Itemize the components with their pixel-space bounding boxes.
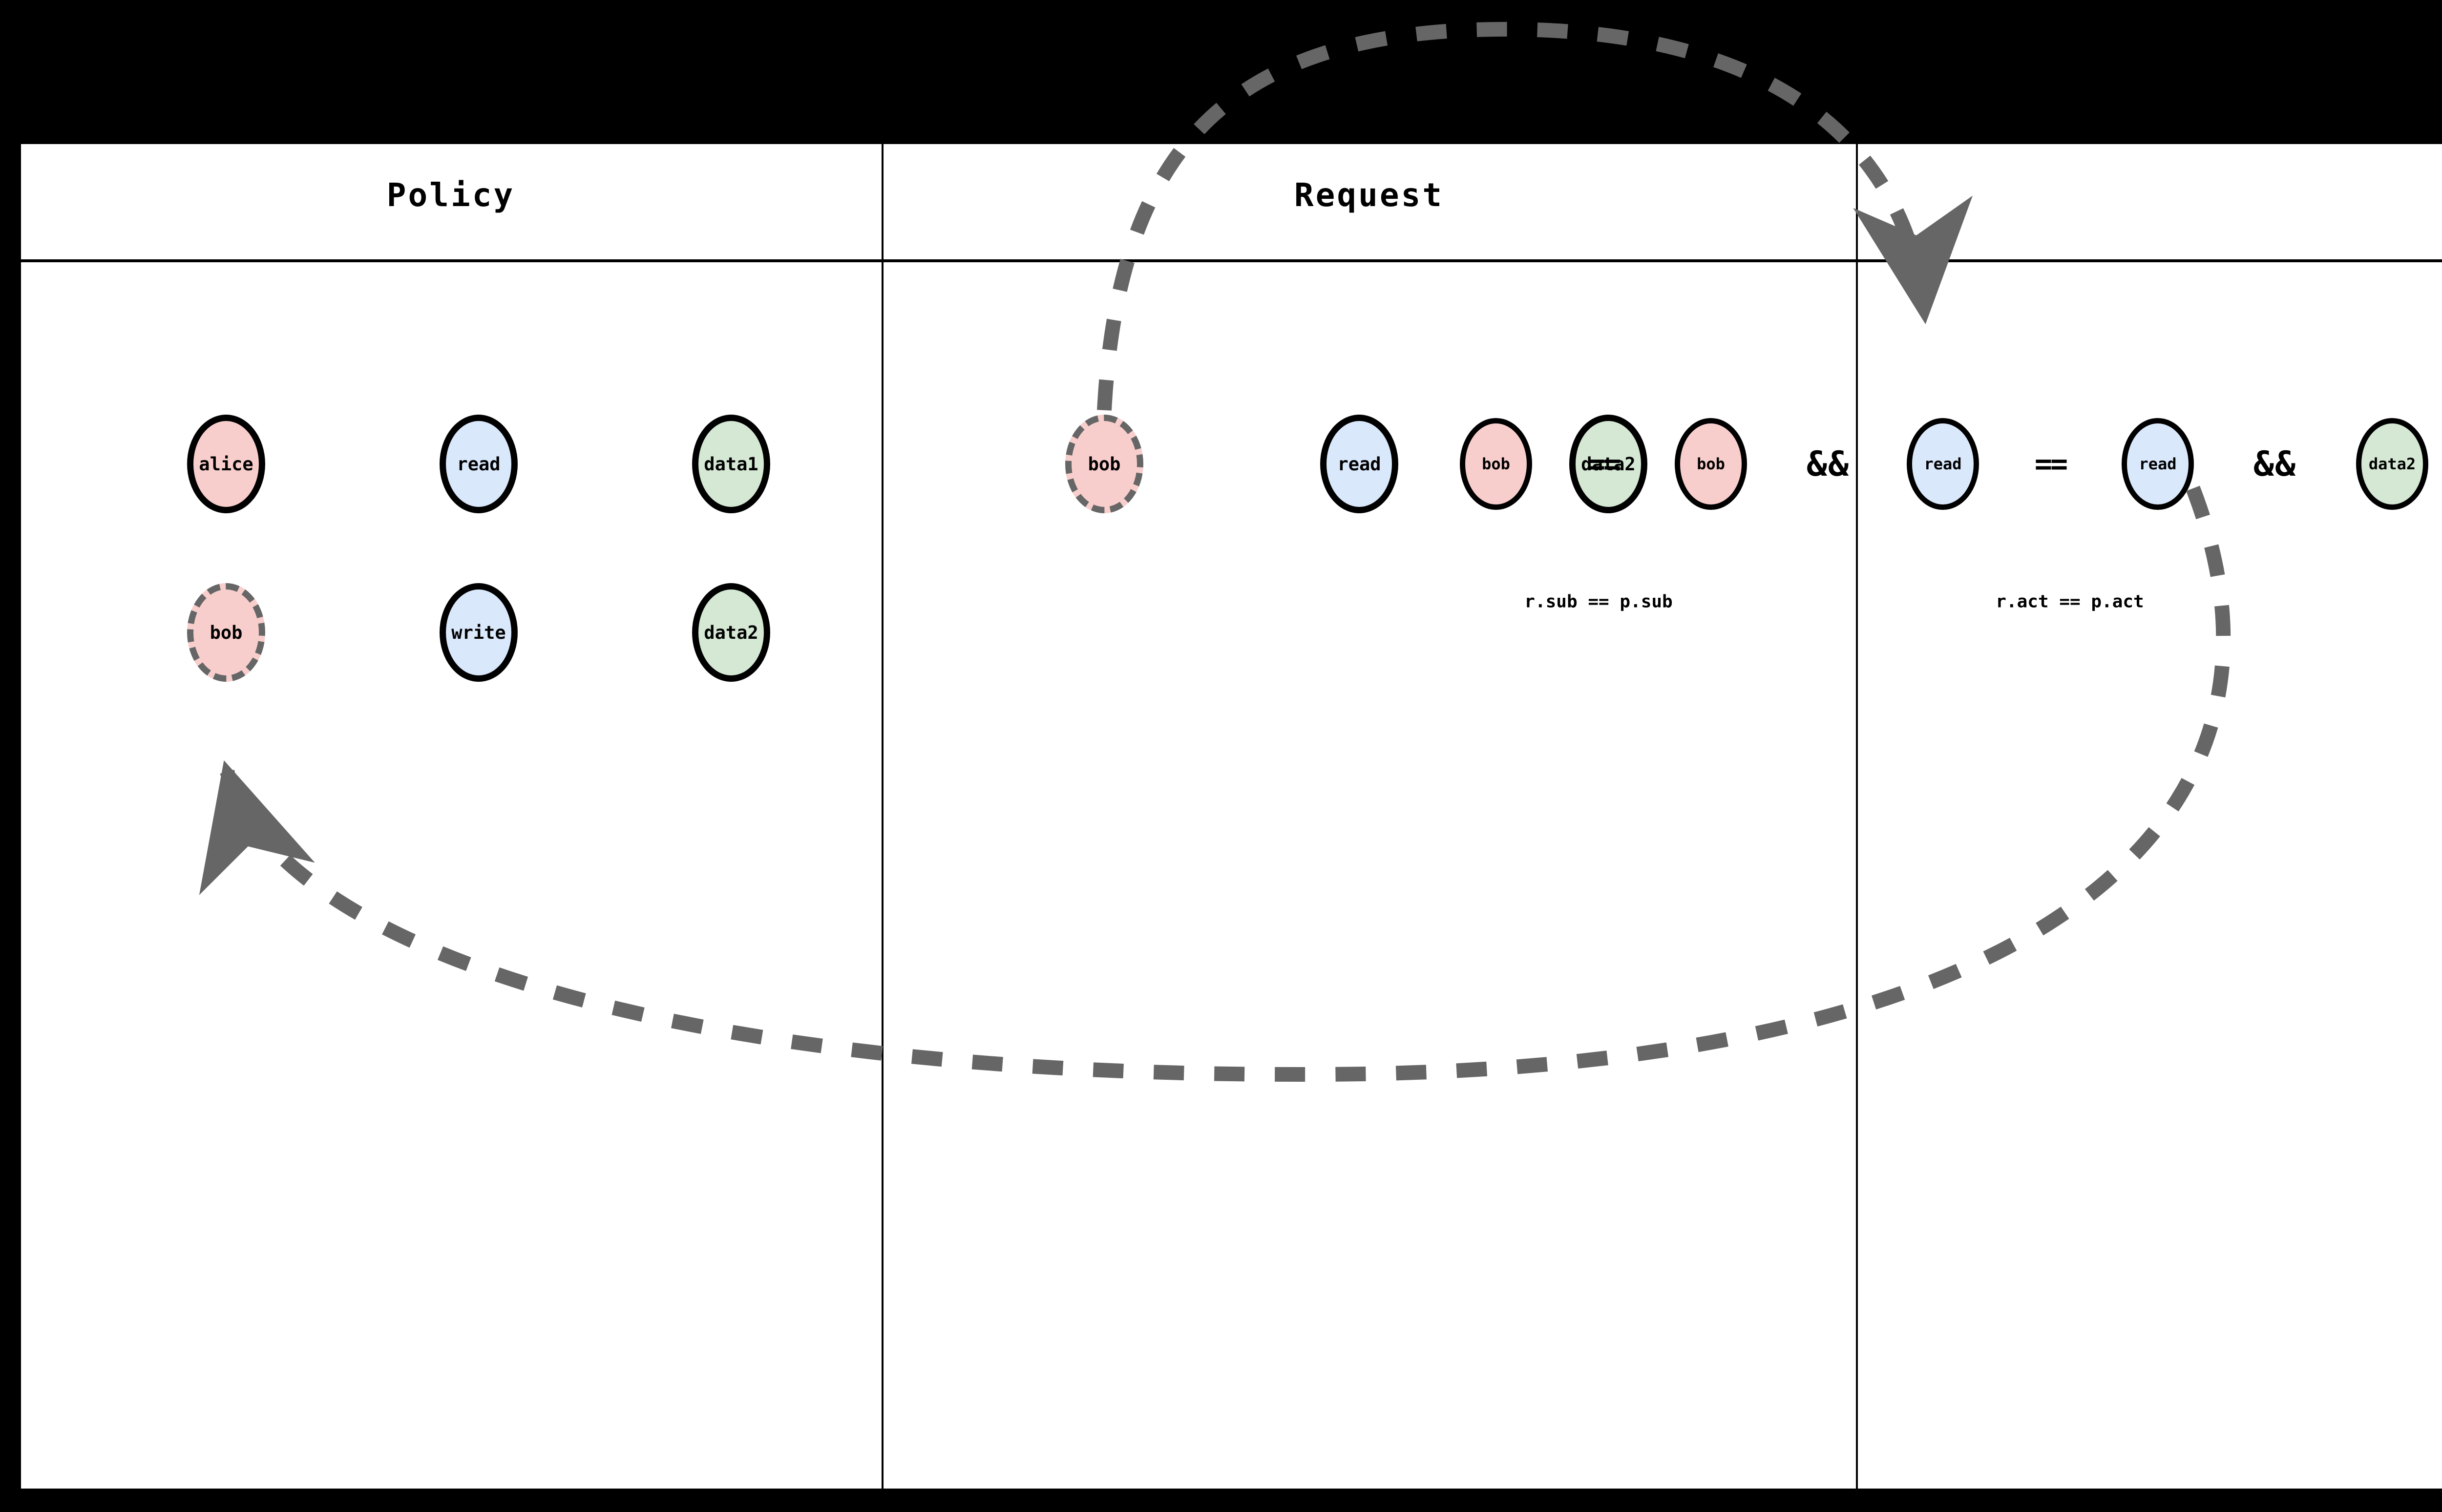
matching-node-obj-left[interactable]: data2 — [2356, 418, 2428, 510]
matching-node-sub-right[interactable]: bob — [1675, 418, 1747, 510]
column-title-request: Request — [1294, 176, 1444, 214]
matching-operator-eq-1: == — [2034, 447, 2068, 481]
policy-node-bob[interactable]: bob — [187, 583, 265, 682]
matching-operator-and-1: && — [2253, 444, 2297, 484]
policy-node-alice[interactable]: alice — [187, 415, 265, 513]
column-header-band — [21, 144, 2442, 260]
matching-caption-act: r.act == p.act — [1996, 591, 2144, 612]
matching-node-sub-left[interactable]: bob — [1460, 418, 1532, 510]
policy-node-read-label: read — [457, 453, 501, 475]
policy-node-bob-label: bob — [210, 622, 243, 643]
column-divider-policy-request — [882, 144, 884, 1489]
matching-node-act-left-label: read — [1924, 455, 1962, 473]
policy-node-write[interactable]: write — [440, 583, 518, 682]
diagram-frame: Policy Request Matching alice read data1… — [21, 144, 2442, 1489]
policy-node-data1-label: data1 — [704, 453, 758, 475]
matching-node-act-left[interactable]: read — [1907, 418, 1979, 510]
policy-node-data2[interactable]: data2 — [692, 583, 770, 682]
matching-operator-eq-0: == — [1587, 447, 1621, 481]
policy-node-data1[interactable]: data1 — [692, 415, 770, 513]
policy-node-alice-label: alice — [199, 453, 253, 475]
matching-node-act-right[interactable]: read — [2122, 418, 2194, 510]
column-divider-request-matching — [1856, 144, 1858, 1489]
matching-node-sub-right-label: bob — [1697, 455, 1725, 473]
policy-node-data2-label: data2 — [704, 622, 758, 643]
matching-node-act-right-label: read — [2139, 455, 2177, 473]
column-title-policy: Policy — [386, 176, 515, 214]
request-node-read[interactable]: read — [1320, 415, 1398, 513]
matching-node-obj-left-label: data2 — [2368, 455, 2416, 473]
request-node-bob-label: bob — [1088, 453, 1121, 475]
matching-node-sub-left-label: bob — [1482, 455, 1510, 473]
matching-operator-and-0: && — [1806, 444, 1850, 484]
policy-node-write-label: write — [451, 622, 506, 643]
policy-node-read[interactable]: read — [440, 415, 518, 513]
request-node-data2-label: data2 — [1581, 453, 1636, 475]
request-node-read-label: read — [1337, 453, 1381, 475]
matching-caption-sub: r.sub == p.sub — [1524, 591, 1673, 612]
header-divider-rule — [21, 259, 2442, 262]
request-node-bob[interactable]: bob — [1065, 415, 1143, 513]
